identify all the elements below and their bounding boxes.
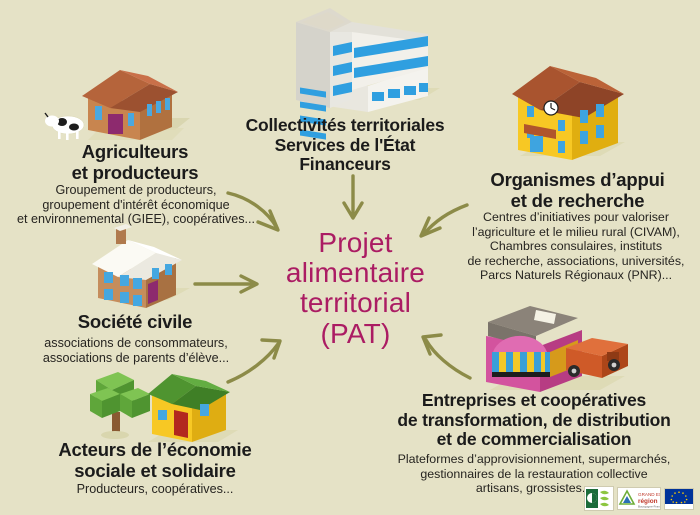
node-subtitle-line: gestionnaires de la restauration collect… bbox=[420, 466, 648, 481]
node-title-line: et de recherche bbox=[510, 189, 645, 211]
node-title-line: Services de l'État bbox=[274, 134, 416, 155]
logo-strip: GRAND EST région Bourgogne-Franche-Comté bbox=[584, 486, 694, 511]
center-concept-label: Projet alimentaire territorial (PAT) bbox=[278, 227, 433, 349]
node-title-collectivites: Collectivités territoriales Services de … bbox=[195, 115, 495, 175]
center-line-4: (PAT) bbox=[320, 317, 391, 349]
node-subtitle-line: artisans, grossistes... bbox=[475, 481, 593, 495]
node-subtitle-line: Groupement de producteurs, bbox=[55, 183, 217, 197]
region-logo: GRAND EST région Bourgogne-Franche-Comté bbox=[617, 487, 661, 510]
illustration-modern-office-building bbox=[296, 8, 440, 140]
illustration-brick-house-white-roof bbox=[92, 224, 190, 308]
node-subtitle-line: Producteurs, coopératives... bbox=[76, 482, 234, 496]
illustration-market-stall-and-delivery-truck bbox=[486, 306, 628, 392]
node-subtitle-line: Parcs Naturels Régionaux (PNR)... bbox=[479, 268, 673, 282]
node-subtitle-societe-civile: associations de consommateurs, associati… bbox=[6, 336, 266, 365]
node-title-line: de transformation, de distribution bbox=[397, 409, 671, 430]
center-line-2: alimentaire bbox=[285, 257, 426, 289]
node-subtitle-entreprises: Plateformes d’approvisionnement, superma… bbox=[368, 452, 700, 496]
node-title-line: Acteurs de l’économie bbox=[58, 439, 252, 460]
node-subtitle-line: associations de consommateurs, bbox=[44, 336, 228, 350]
delivery-truck-icon bbox=[566, 338, 628, 378]
node-title-economie-sociale: Acteurs de l’économie sociale et solidai… bbox=[10, 439, 300, 481]
node-subtitle-line: et environnemental (GIEE), coopératives.… bbox=[17, 212, 255, 227]
node-title-line: Entreprises et coopératives bbox=[421, 390, 647, 410]
node-subtitle-line: de recherche, associations, universités, bbox=[467, 253, 685, 268]
eu-flag-logo bbox=[664, 487, 694, 510]
node-title-organismes: Organismes d’appui et de recherche bbox=[455, 169, 700, 211]
node-title-societe-civile: Société civile bbox=[10, 311, 260, 333]
cow-icon bbox=[44, 112, 85, 140]
illustration-tree-and-yellow-house bbox=[90, 372, 238, 442]
node-subtitle-organismes: Centres d’initiatives pour valoriser l’a… bbox=[452, 210, 700, 283]
node-subtitle-line: associations de parents d’élève... bbox=[42, 350, 230, 365]
node-subtitle-line: groupement d'intérêt économique bbox=[42, 197, 230, 212]
node-title-line: Collectivités territoriales bbox=[245, 115, 445, 135]
node-title-line: et de commercialisation bbox=[436, 429, 632, 450]
node-title-line: et producteurs bbox=[71, 161, 199, 183]
node-title-line: Organismes d’appui bbox=[490, 169, 665, 190]
svg-text:Bourgogne-Franche-Comté: Bourgogne-Franche-Comté bbox=[638, 505, 660, 509]
node-subtitle-agriculteurs: Groupement de producteurs, groupement d'… bbox=[6, 183, 266, 227]
center-line-1: Projet bbox=[318, 227, 393, 258]
agriculture-logo bbox=[584, 486, 614, 511]
node-title-entreprises: Entreprises et coopératives de transform… bbox=[368, 390, 700, 450]
node-title-line: Agriculteurs bbox=[81, 141, 189, 162]
illustration-yellow-civic-building-with-clock bbox=[512, 66, 625, 160]
node-subtitle-economie-sociale: Producteurs, coopératives... bbox=[10, 482, 300, 497]
node-subtitle-line: Plateformes d’approvisionnement, superma… bbox=[397, 452, 671, 466]
node-subtitle-line: l’agriculture et le milieu rural (CIVAM)… bbox=[472, 224, 680, 239]
node-subtitle-line: Centres d’initiatives pour valoriser bbox=[483, 210, 669, 224]
node-title-line: Société civile bbox=[77, 311, 193, 332]
center-line-3: territorial bbox=[299, 287, 412, 319]
node-title-line: Financeurs bbox=[299, 154, 391, 175]
node-title-agriculteurs: Agriculteurs et producteurs bbox=[10, 141, 260, 183]
svg-text:région: région bbox=[638, 498, 658, 505]
node-subtitle-line: Chambres consulaires, instituts bbox=[489, 239, 663, 253]
node-title-line: sociale et solidaire bbox=[74, 459, 236, 481]
illustration-farm-building-with-cow bbox=[44, 70, 190, 140]
svg-text:GRAND EST: GRAND EST bbox=[638, 492, 660, 497]
